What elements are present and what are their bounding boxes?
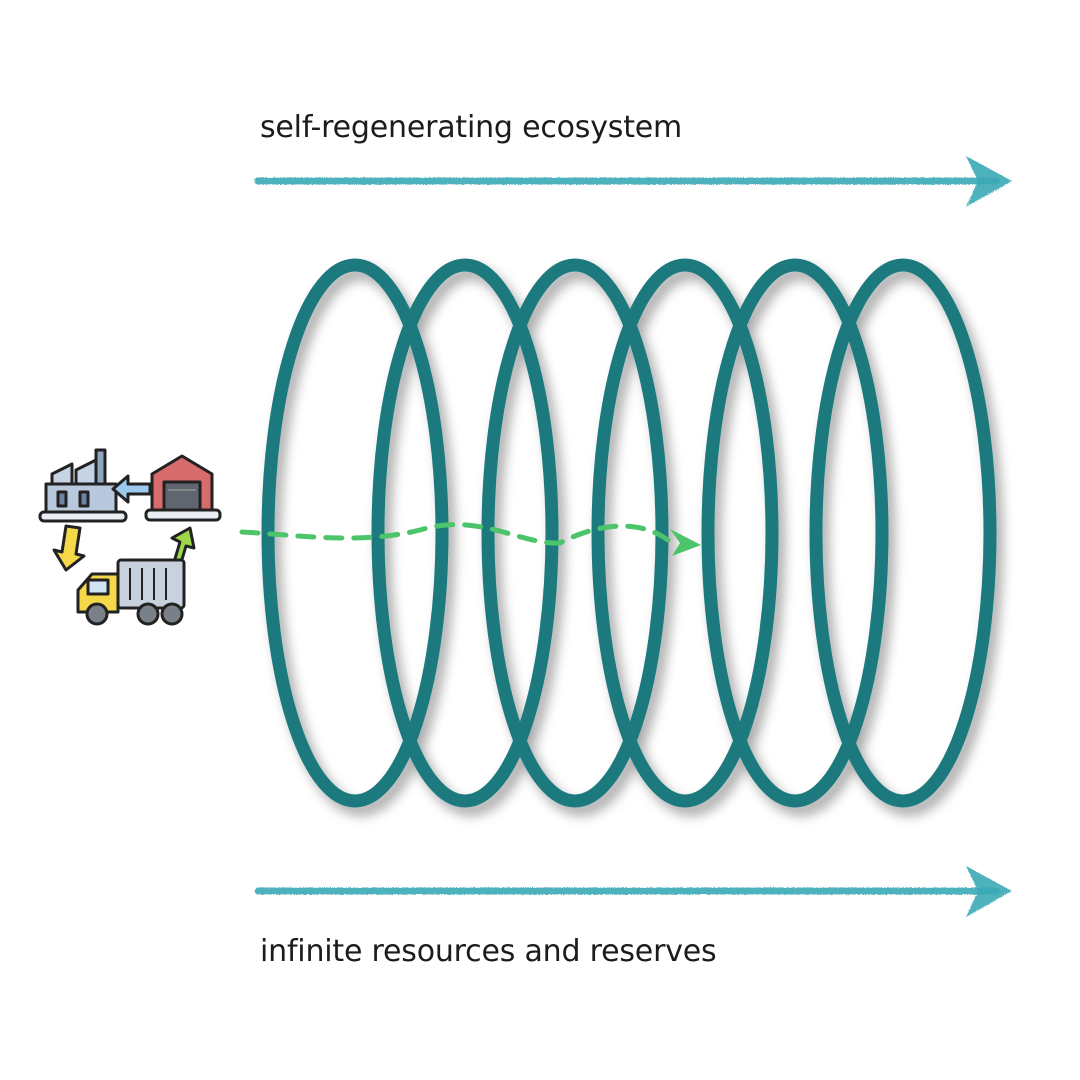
spiral-rings (261, 258, 997, 808)
bottom-label: infinite resources and reserves (260, 934, 717, 969)
flow-arrow-path (239, 522, 671, 546)
ring-5 (701, 258, 889, 808)
ring-3 (481, 258, 669, 808)
warehouse-icon (144, 454, 222, 522)
top-label: self-regenerating ecosystem (260, 110, 683, 145)
ring-6 (809, 258, 997, 808)
yellow-cycle-arrow (52, 524, 86, 572)
supply-chain-cycle-icon (38, 448, 222, 626)
top-arrow (254, 156, 1012, 207)
flow-arrow (239, 522, 701, 556)
ring-4 (591, 258, 779, 808)
delivery-truck-icon (76, 558, 186, 626)
factory-icon (38, 448, 128, 523)
ring-2 (371, 258, 559, 808)
top-arrow-head (966, 156, 1012, 207)
blue-cycle-arrow (111, 474, 152, 504)
bottom-arrow (254, 866, 1012, 917)
flow-arrow-head (670, 529, 701, 556)
bottom-arrow-head (966, 866, 1012, 917)
